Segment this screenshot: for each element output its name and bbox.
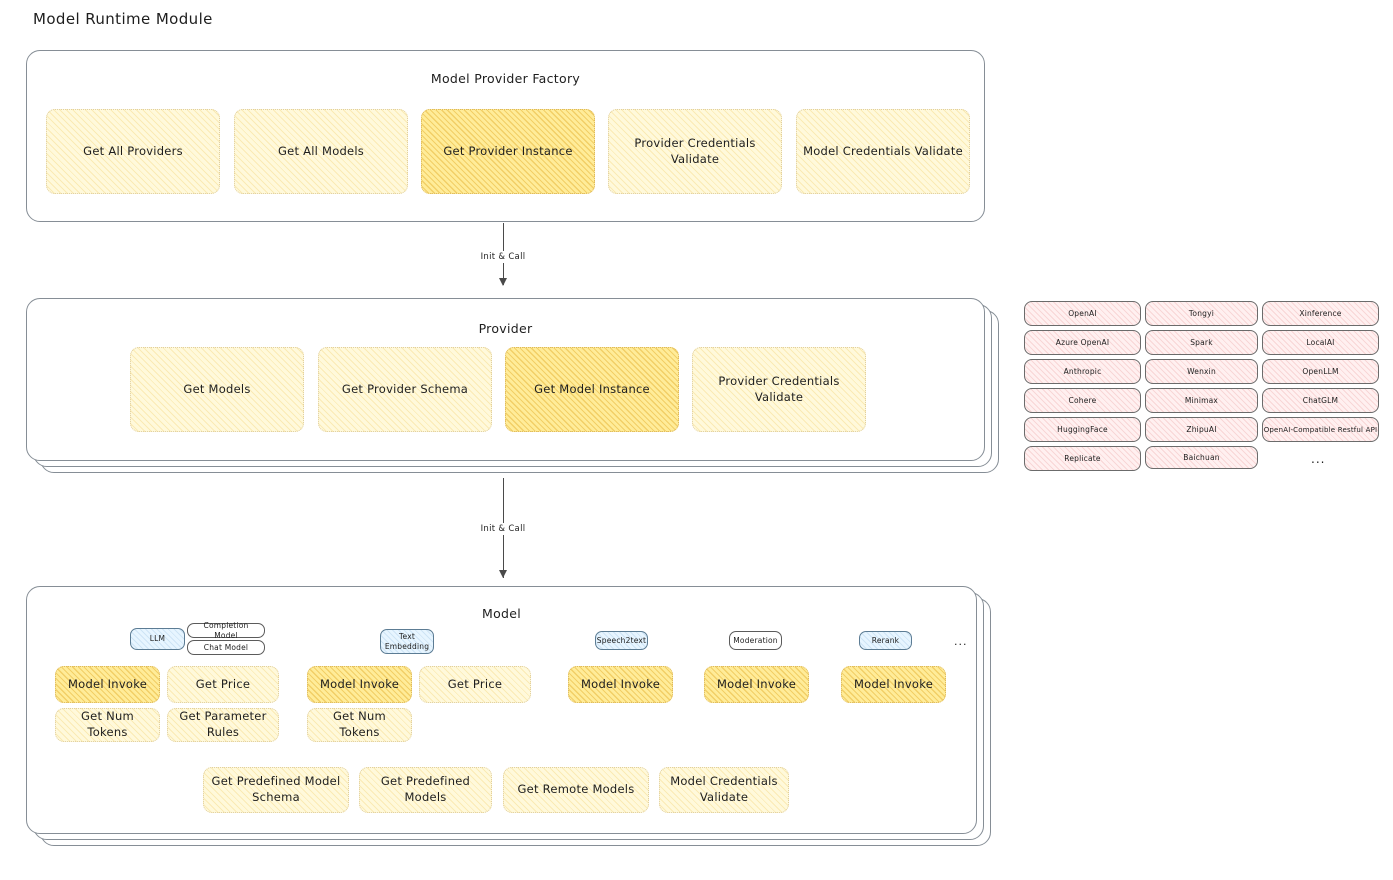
model-provider-factory-card: Model Provider Factory Get All Providers… — [26, 50, 985, 222]
provider-chip-openai-compatible-restful-api[interactable]: OpenAI-Compatible Restful API — [1262, 417, 1379, 442]
provider-chip-openllm[interactable]: OpenLLM — [1262, 359, 1379, 384]
provider-chip-anthropic[interactable]: Anthropic — [1024, 359, 1141, 384]
provider-chip-wenxin[interactable]: Wenxin — [1145, 359, 1258, 384]
provider-method-get-models[interactable]: Get Models — [130, 347, 304, 432]
provider-chip-huggingface[interactable]: HuggingFace — [1024, 417, 1141, 442]
page-title: Model Runtime Module — [33, 10, 213, 28]
model-title: Model — [481, 606, 522, 621]
text-embedding-method-get-num-tokens[interactable]: Get Num Tokens — [307, 708, 412, 742]
model-shared-method-model-credentials-validate[interactable]: Model Credentials Validate — [659, 767, 789, 813]
model-shared-method-get-predefined-models[interactable]: Get Predefined Models — [359, 767, 492, 813]
llm-method-get-parameter-rules[interactable]: Get Parameter Rules — [167, 708, 279, 742]
provider-chip-zhipuai[interactable]: ZhipuAI — [1145, 417, 1258, 442]
provider-chip-xinference[interactable]: Xinference — [1262, 301, 1379, 326]
factory-method-provider-credentials-validate[interactable]: Provider Credentials Validate — [608, 109, 782, 194]
model-type-badge-speech2text[interactable]: Speech2text — [595, 631, 648, 650]
model-type-badge-llm[interactable]: LLM — [130, 628, 185, 650]
provider-title: Provider — [478, 321, 533, 336]
provider-chip-baichuan[interactable]: Baichuan — [1145, 446, 1258, 469]
text-embedding-method-get-price[interactable]: Get Price — [419, 666, 531, 703]
rerank-method-model-invoke[interactable]: Model Invoke — [841, 666, 946, 703]
factory-method-model-credentials-validate[interactable]: Model Credentials Validate — [796, 109, 970, 194]
model-provider-factory-title: Model Provider Factory — [430, 71, 581, 86]
model-shared-method-get-predefined-model-schema[interactable]: Get Predefined Model Schema — [203, 767, 349, 813]
provider-chip-minimax[interactable]: Minimax — [1145, 388, 1258, 413]
arrow-factory-to-provider-label: Init & Call — [476, 251, 530, 263]
provider-method-get-model-instance[interactable]: Get Model Instance — [505, 347, 679, 432]
provider-method-provider-credentials-validate[interactable]: Provider Credentials Validate — [692, 347, 866, 432]
model-subtype-badge-completion-model[interactable]: Completion Model — [187, 621, 265, 640]
llm-method-get-price[interactable]: Get Price — [167, 666, 279, 703]
arrow-provider-to-model-label: Init & Call — [476, 523, 530, 535]
provider-chip-spark[interactable]: Spark — [1145, 330, 1258, 355]
moderation-method-model-invoke[interactable]: Model Invoke — [704, 666, 809, 703]
model-subtype-badge-chat-model[interactable]: Chat Model — [187, 640, 265, 655]
model-types-more-ellipsis: ... — [954, 635, 968, 648]
factory-method-get-provider-instance[interactable]: Get Provider Instance — [421, 109, 595, 194]
model-type-badge-moderation[interactable]: Moderation — [729, 631, 782, 650]
provider-chip-localai[interactable]: LocalAI — [1262, 330, 1379, 355]
llm-method-get-num-tokens[interactable]: Get Num Tokens — [55, 708, 160, 742]
arrow-factory-to-provider-head — [498, 278, 507, 286]
factory-method-get-all-providers[interactable]: Get All Providers — [46, 109, 220, 194]
model-type-badge-rerank[interactable]: Rerank — [859, 631, 912, 650]
model-shared-method-get-remote-models[interactable]: Get Remote Models — [503, 767, 649, 813]
provider-chip-chatglm[interactable]: ChatGLM — [1262, 388, 1379, 413]
provider-list-more-ellipsis: ... — [1311, 452, 1326, 466]
llm-method-model-invoke[interactable]: Model Invoke — [55, 666, 160, 703]
text-embedding-method-model-invoke[interactable]: Model Invoke — [307, 666, 412, 703]
model-type-badge-text-embedding[interactable]: Text Embedding — [380, 629, 434, 654]
provider-method-get-provider-schema[interactable]: Get Provider Schema — [318, 347, 492, 432]
provider-chip-cohere[interactable]: Cohere — [1024, 388, 1141, 413]
provider-chip-openai[interactable]: OpenAI — [1024, 301, 1141, 326]
provider-chip-replicate[interactable]: Replicate — [1024, 446, 1141, 471]
provider-card: Provider Get Models Get Provider Schema … — [26, 298, 985, 461]
model-card: Model LLM Completion Model Chat Model Mo… — [26, 586, 977, 834]
provider-chip-tongyi[interactable]: Tongyi — [1145, 301, 1258, 326]
speech2text-method-model-invoke[interactable]: Model Invoke — [568, 666, 673, 703]
factory-method-get-all-models[interactable]: Get All Models — [234, 109, 408, 194]
arrow-provider-to-model-head — [498, 570, 507, 578]
provider-chip-azure-openai[interactable]: Azure OpenAI — [1024, 330, 1141, 355]
